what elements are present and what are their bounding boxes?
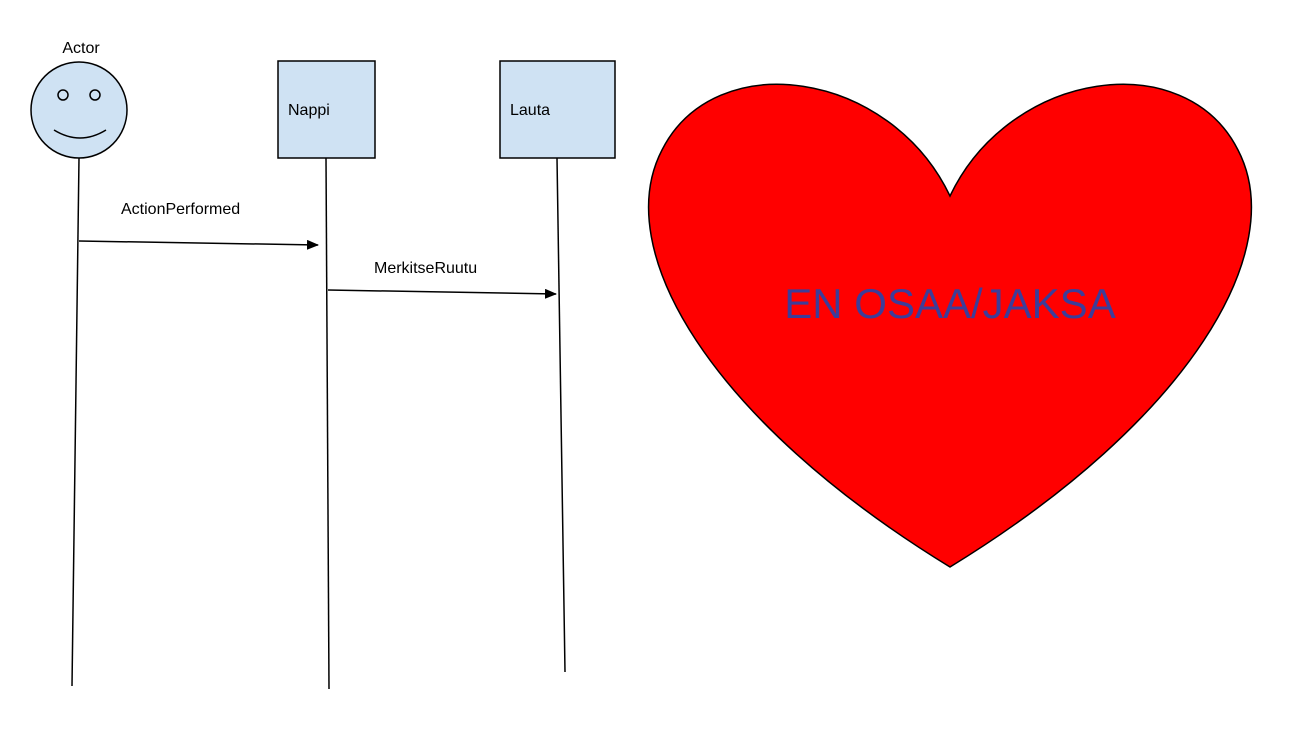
participant-nappi-label: Nappi [288, 102, 330, 119]
heart-shape [647, 83, 1253, 568]
participant-nappi-lifeline [325, 157, 330, 690]
participant-lauta-box [499, 60, 616, 159]
message-action-performed-label: ActionPerformed [121, 201, 240, 218]
participant-lauta-label: Lauta [510, 102, 550, 119]
actor: Actor [30, 40, 128, 159]
participant-nappi-box [277, 60, 376, 159]
participant-lauta: Lauta [499, 60, 616, 159]
actor-right-eye [89, 89, 101, 101]
actor-smile [53, 129, 107, 139]
message-merkitse-ruutu-arrow [327, 288, 557, 299]
participant-nappi: Nappi [277, 60, 376, 159]
message-merkitse-ruutu-label: MerkitseRuutu [374, 260, 477, 277]
actor-left-eye [57, 89, 69, 101]
actor-lifeline [71, 157, 80, 687]
actor-label: Actor [62, 40, 100, 57]
message-action-performed-arrow [78, 239, 319, 250]
heart-text: EN OSAA/JAKSA [784, 280, 1115, 327]
actor-face-icon [30, 61, 128, 159]
participant-lauta-lifeline [556, 157, 566, 673]
